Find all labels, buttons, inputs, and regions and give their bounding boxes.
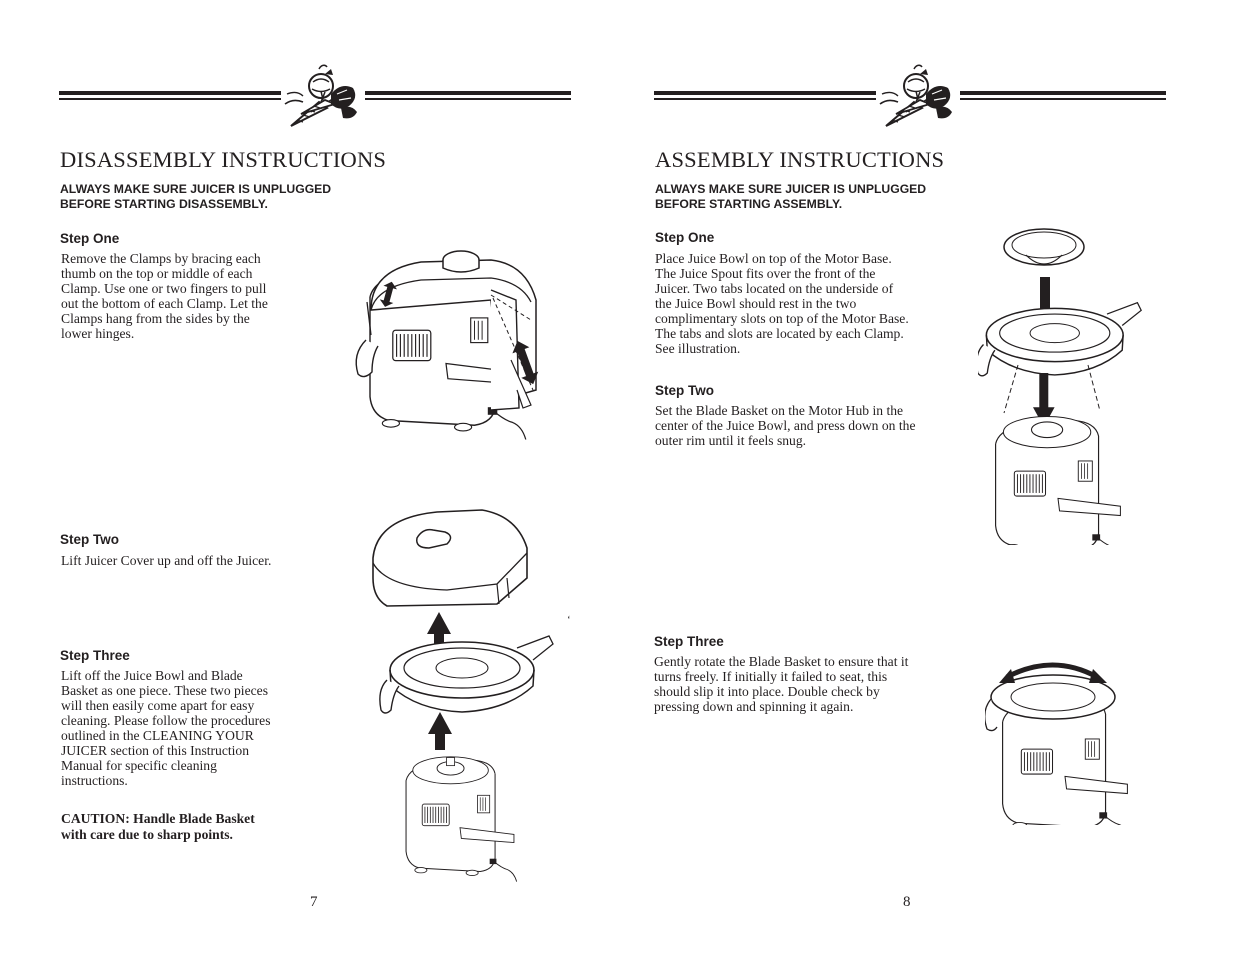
juicer-cover-lift-illustration <box>372 509 528 607</box>
caution-note: CAUTION: Handle Blade Basket with care d… <box>61 811 255 842</box>
step-heading: Step One <box>655 230 715 245</box>
page-number: 7 <box>310 894 318 910</box>
page-title: DISASSEMBLY INSTRUCTIONS <box>60 147 387 172</box>
fruit-and-vegetable-ornament-icon <box>281 64 365 134</box>
step-text: Lift Juicer Cover up and off the Juicer. <box>61 553 272 568</box>
step-text: Set the Blade Basket on the Motor Hub in… <box>655 403 916 448</box>
right-page: ASSEMBLY INSTRUCTIONS ALWAYS MAKE SURE J… <box>650 0 1170 954</box>
page-title: ASSEMBLY INSTRUCTIONS <box>655 147 945 172</box>
fruit-and-vegetable-ornament-icon <box>876 64 960 134</box>
step-text: Lift off the Juice Bowl and Blade Basket… <box>61 668 271 788</box>
step-heading: Step One <box>60 231 120 246</box>
step-text: Remove the Clamps by bracing each thumb … <box>61 251 268 341</box>
step-heading: Step Three <box>654 634 724 649</box>
unplug-warning: ALWAYS MAKE SURE JUICER IS UNPLUGGED BEF… <box>60 182 332 211</box>
step-text: Gently rotate the Blade Basket to ensure… <box>654 654 909 714</box>
step-heading: Step Two <box>655 383 714 398</box>
step-heading: Step Three <box>60 648 130 663</box>
page-number: 8 <box>903 894 911 910</box>
juice-bowl-placement-illustration <box>978 228 1142 545</box>
step-text: Place Juice Bowl on top of the Motor Bas… <box>655 251 909 356</box>
stray-mark: ‘ <box>567 614 571 626</box>
juicer-clamps-illustration <box>355 250 539 441</box>
step-heading: Step Two <box>60 532 119 547</box>
unplug-warning: ALWAYS MAKE SURE JUICER IS UNPLUGGED BEF… <box>655 182 927 211</box>
juice-bowl-lift-illustration <box>379 635 554 714</box>
motor-base-illustration <box>405 756 518 883</box>
blade-basket-rotate-illustration <box>985 662 1132 825</box>
left-page: DISASSEMBLY INSTRUCTIONS ALWAYS MAKE SUR… <box>55 0 575 954</box>
